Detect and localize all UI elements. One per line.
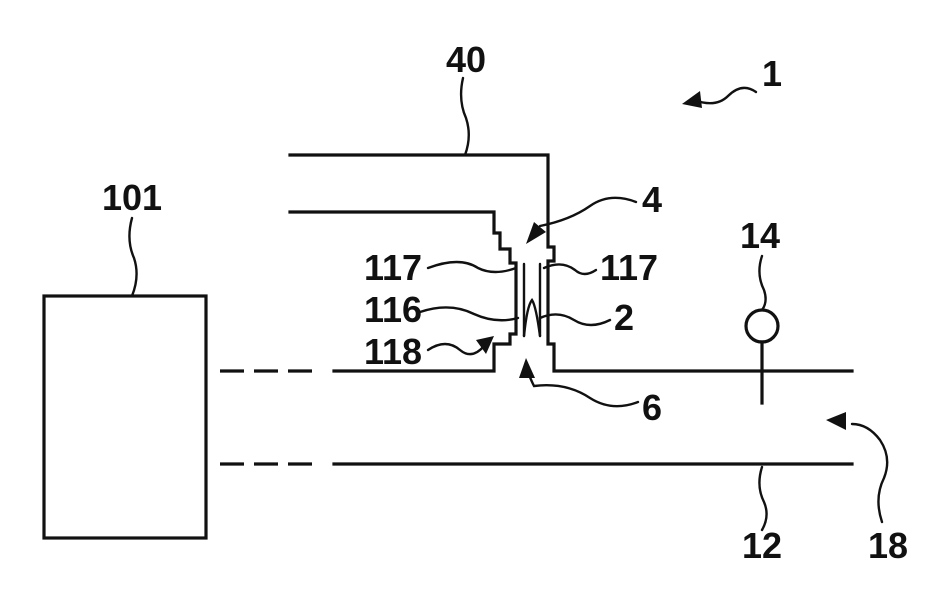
arrow-leader-118 bbox=[428, 344, 484, 354]
arrowhead-6 bbox=[519, 358, 535, 378]
label-2: 2 bbox=[614, 297, 634, 338]
leader-117-left bbox=[428, 262, 516, 272]
label-18: 18 bbox=[868, 525, 908, 566]
leader-2 bbox=[540, 314, 610, 325]
arrow-leader-18 bbox=[852, 424, 887, 522]
arrowhead-18 bbox=[826, 412, 846, 430]
leader-116 bbox=[420, 307, 518, 320]
membrane-tip-116 bbox=[524, 300, 540, 336]
sensor-14-circle bbox=[746, 310, 778, 342]
leader-14 bbox=[759, 256, 765, 310]
label-118: 118 bbox=[364, 331, 422, 372]
label-6: 6 bbox=[642, 387, 662, 428]
leader-117-right bbox=[544, 264, 596, 274]
label-4: 4 bbox=[642, 179, 662, 220]
label-117-left: 117 bbox=[364, 247, 422, 288]
leader-12 bbox=[759, 467, 766, 530]
label-117-right: 117 bbox=[600, 247, 658, 288]
label-40: 40 bbox=[446, 39, 486, 80]
label-12: 12 bbox=[742, 525, 782, 566]
arrow-leader-6 bbox=[528, 372, 638, 406]
label-101: 101 bbox=[102, 177, 162, 218]
leader-40 bbox=[461, 78, 469, 155]
label-14: 14 bbox=[740, 215, 780, 256]
arrow-leader-1 bbox=[694, 88, 756, 103]
component-box-101 bbox=[44, 296, 206, 538]
label-1: 1 bbox=[762, 53, 782, 94]
arrow-leader-4 bbox=[540, 198, 636, 226]
leader-101 bbox=[129, 218, 136, 296]
label-116: 116 bbox=[364, 289, 422, 330]
arrowhead-1 bbox=[682, 91, 702, 108]
